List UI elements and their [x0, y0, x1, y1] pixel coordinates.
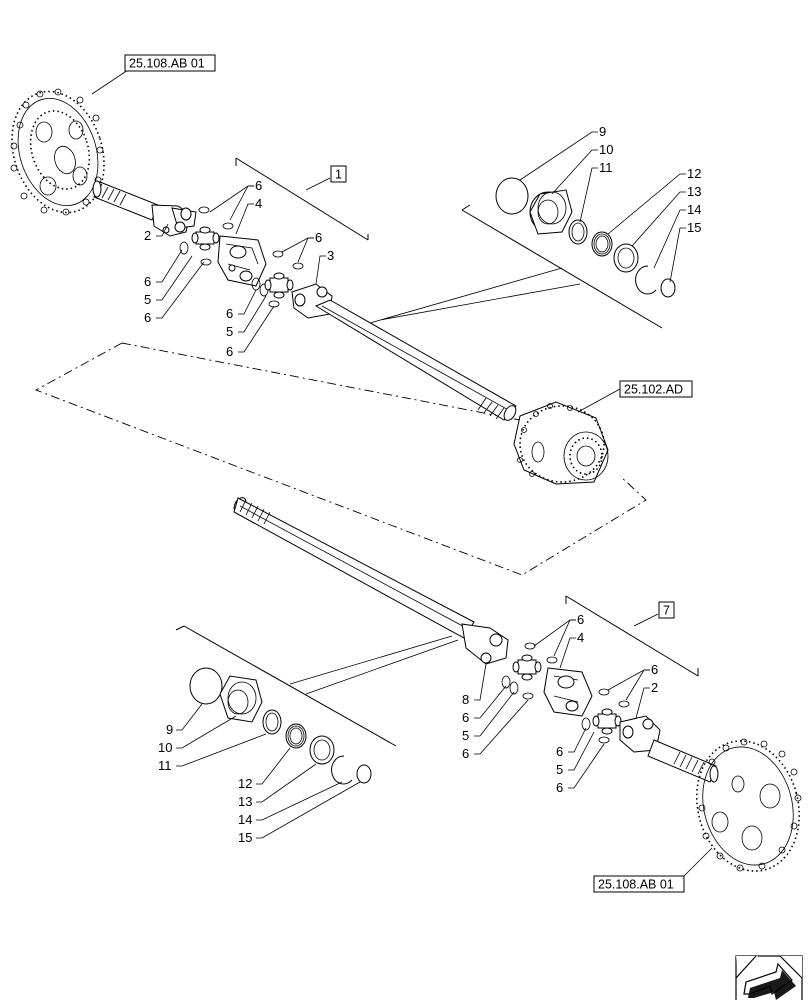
callout-6-lower-f: 6 — [556, 780, 563, 795]
snap-ring-lower-14 — [331, 755, 353, 785]
callout-6-upper-d: 6 — [144, 310, 151, 325]
cross-lower-2 — [592, 708, 622, 735]
svg-text:7: 7 — [663, 604, 670, 618]
callout-6-upper-b: 6 — [315, 230, 322, 245]
svg-text:25.108.AB 01: 25.108.AB 01 — [598, 878, 674, 892]
callout-3-upper: 3 — [327, 248, 334, 263]
callout-9-lower: 9 — [166, 722, 173, 737]
callout-12-lower: 12 — [238, 776, 252, 791]
callout-15-upper: 15 — [687, 220, 701, 235]
callout-5-lower-b: 5 — [556, 762, 563, 777]
callout-13-upper: 13 — [687, 184, 701, 199]
assembly-box-lower[interactable]: 7 — [658, 601, 675, 619]
callout-5-upper-b: 5 — [226, 324, 233, 339]
dash-dot-boundary — [34, 342, 647, 576]
seal-carrier-lower-10 — [219, 675, 263, 723]
ref-box-hub-top[interactable]: 25.108.AB 01 — [124, 54, 216, 72]
double-yoke-upper — [217, 235, 267, 287]
next-page-arrow-icon[interactable] — [735, 955, 803, 1000]
bearing-lower-12 — [285, 723, 307, 749]
callout-6-upper-f: 6 — [226, 344, 233, 359]
seal-ring-upper-11 — [568, 219, 588, 245]
seal-carrier-upper-10 — [529, 189, 573, 235]
double-yoke-lower — [543, 667, 593, 717]
ref-box-hub-bottom[interactable]: 25.108.AB 01 — [593, 875, 685, 893]
callout-6-lower-d: 6 — [462, 746, 469, 761]
long-shaft-upper — [314, 299, 517, 421]
axle-shaft-upper-outer — [92, 180, 159, 221]
callout-10-upper: 10 — [599, 142, 613, 157]
snap-ring-upper-14 — [635, 265, 657, 295]
snap-rings-lower-2 — [581, 688, 630, 744]
leader-lines — [156, 131, 686, 839]
callout-14-lower: 14 — [238, 812, 252, 827]
ref-box-differential[interactable]: 25.102.AD — [619, 380, 693, 398]
callout-6-lower-e: 6 — [556, 744, 563, 759]
callout-5-lower-a: 5 — [462, 728, 469, 743]
callout-15-lower: 15 — [238, 830, 252, 845]
axle-shaft-lower-outer — [647, 739, 719, 783]
bearing-cup-lower-13 — [309, 735, 335, 765]
callout-4-upper: 4 — [255, 196, 262, 211]
callout-6-upper-e: 6 — [226, 306, 233, 321]
o-ring-lower-9 — [189, 667, 223, 705]
differential-housing — [513, 401, 609, 485]
svg-text:25.108.AB 01: 25.108.AB 01 — [129, 57, 205, 71]
callout-6-upper-a: 6 — [255, 178, 262, 193]
callout-6-upper-c: 6 — [144, 274, 151, 289]
callout-6-lower-c: 6 — [462, 710, 469, 725]
cross-lower-1 — [512, 654, 542, 681]
bearing-cup-upper-13 — [613, 243, 639, 273]
assembly-box-upper[interactable]: 1 — [330, 165, 347, 183]
yoke-upper-1 — [151, 204, 197, 237]
callout-6-lower-a: 6 — [577, 612, 584, 627]
callout-11-lower: 11 — [158, 758, 172, 773]
bearing-upper-12 — [591, 231, 613, 257]
svg-text:1: 1 — [335, 168, 342, 182]
callout-11-upper: 11 — [599, 160, 613, 175]
callout-12-upper: 12 — [687, 166, 701, 181]
yoke-lower-3 — [619, 715, 661, 753]
svg-text:25.102.AD: 25.102.AD — [624, 383, 683, 397]
callout-9-upper: 9 — [599, 124, 606, 139]
snap-ring-upper-15 — [660, 278, 676, 298]
yoke-lower-1 — [461, 623, 509, 665]
callout-10-lower: 10 — [158, 740, 172, 755]
long-shaft-lower — [233, 497, 475, 639]
snap-rings-upper-1 — [179, 206, 234, 266]
callout-8-lower: 8 — [462, 692, 469, 707]
snap-rings-lower-1 — [501, 642, 558, 700]
callout-13-lower: 13 — [238, 794, 252, 809]
snap-ring-lower-15 — [356, 764, 372, 784]
yoke-upper-3 — [291, 283, 333, 319]
callout-5-upper-a: 5 — [144, 292, 151, 307]
seal-ring-lower-11 — [262, 709, 282, 735]
snap-rings-upper-2 — [251, 250, 304, 308]
callout-4-lower: 4 — [577, 630, 584, 645]
callout-2-upper: 2 — [144, 228, 151, 243]
wheel-hub-top-left — [10, 88, 105, 216]
cross-upper-1 — [191, 226, 220, 251]
callout-14-upper: 14 — [687, 202, 701, 217]
callout-6-lower-b: 6 — [651, 662, 658, 677]
cross-upper-2 — [264, 272, 294, 299]
callout-2-lower: 2 — [651, 680, 658, 695]
wheel-hub-bottom-right — [695, 738, 802, 872]
o-ring-upper-9 — [495, 177, 529, 215]
